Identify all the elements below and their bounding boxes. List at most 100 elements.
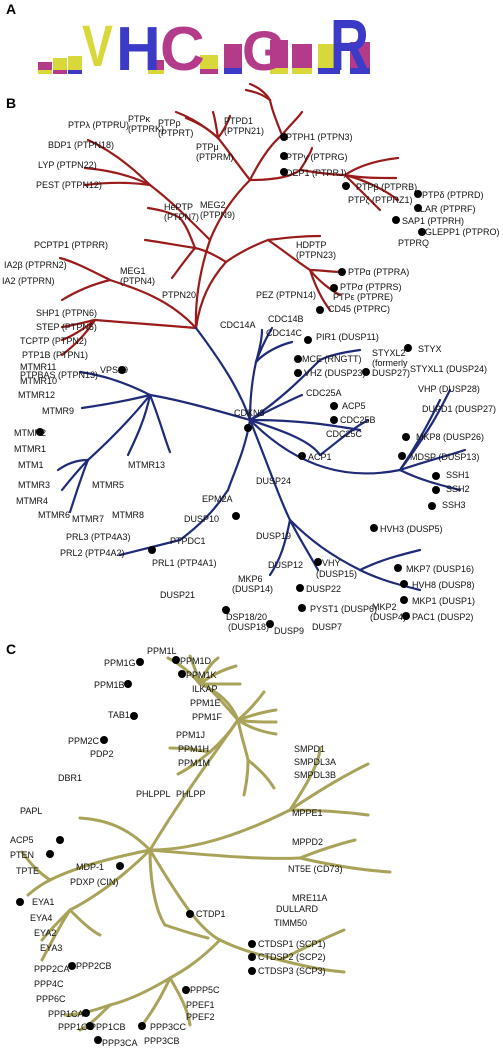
leaf-dot: [402, 612, 410, 620]
label-pac1: PAC1 (DUSP2): [412, 612, 473, 622]
label-mre11a: MRE11A: [292, 893, 327, 903]
label-mkp8: MKP8 (DUSP26): [416, 432, 484, 442]
label-shp1: SHP1 (PTPN6): [36, 308, 97, 318]
label-ppef2: PPEF2: [186, 1012, 215, 1022]
label-dsp1820: DSP18/20: [226, 612, 267, 622]
tree-c-labels: PPM1L PPM1G PPM1D PPM1K PPM1B ILKAP PPM1…: [10, 646, 343, 1048]
leaf-dot: [100, 736, 108, 744]
leaf-dot: [222, 606, 230, 614]
label-meg1: MEG1: [120, 266, 146, 276]
label-ptprq: PTPRQ: [398, 238, 429, 248]
label-timm50: TIMM50: [274, 918, 307, 928]
label-ppp3ca: PPP3CA: [102, 1038, 138, 1048]
label-dusp24-b: DUSP24: [256, 476, 291, 486]
label-eya3: EYA3: [40, 943, 62, 953]
leaf-dot: [400, 596, 408, 604]
label-ptpgamma: PTPγ (PTPRG): [286, 152, 348, 162]
label-prl1: PRL1 (PTP4A1): [152, 558, 217, 568]
label-meg2: MEG2: [200, 200, 226, 210]
leaf-dot: [178, 670, 186, 678]
label-cdc14a: CDC14A: [220, 320, 256, 330]
leaf-dot: [266, 620, 274, 628]
leaf-dot: [248, 940, 256, 948]
label-pdp2: PDP2: [90, 749, 114, 759]
label-mtmr2: MTMR2: [14, 428, 46, 438]
label-ppp2cb: PPP2CB: [76, 961, 112, 971]
label-dbr1: DBR1: [58, 773, 82, 783]
leaf-dot: [418, 228, 426, 236]
label-ssh3: SSH3: [442, 500, 466, 510]
leaf-dot: [148, 546, 156, 554]
label-ptpzeta: PTPζ (PTPRZ1): [348, 195, 412, 205]
label-dupd1: DUPD1 (DUSP27): [422, 404, 496, 414]
label-lar: LAR (PTPRF): [420, 204, 476, 214]
leaf-dot: [248, 953, 256, 961]
logo-letter-r: R: [330, 6, 369, 86]
label-lyp: LYP (PTPN22): [38, 160, 97, 170]
label-ptpn20: PTPN20: [162, 290, 196, 300]
label-ptp1b: PTP1B (PTPN1): [22, 350, 88, 360]
label-mkp6: MKP6: [238, 574, 263, 584]
label-dusp14: (DUSP14): [232, 584, 273, 594]
leaf-dot: [432, 472, 440, 480]
label-mtmr12: MTMR12: [18, 390, 55, 400]
label-dusp12: DUSP12: [268, 560, 303, 570]
label-dusp18: (DUSP18): [228, 622, 269, 632]
label-ptpn21: (PTPN21): [224, 126, 264, 136]
label-ptpdc1: PTPDC1: [170, 536, 206, 546]
label-eya2: EYA2: [34, 928, 56, 938]
label-styx: STYX: [418, 344, 442, 354]
label-ppp4c: PPP4C: [34, 979, 64, 989]
leaf-dot: [402, 433, 410, 441]
leaf-dot: [280, 133, 288, 141]
label-ptprt: (PTPRT): [158, 128, 193, 138]
label-ptprk: (PTPRK): [128, 124, 164, 134]
label-ia2beta: IA2β (PTPRN2): [4, 260, 67, 270]
leaf-dot: [314, 558, 322, 566]
label-ptpn4: (PTPN4): [120, 276, 155, 286]
label-ctdsp3: CTDSP3 (SCP3): [258, 966, 326, 976]
label-mtmr4: MTMR4: [16, 496, 48, 506]
label-hdptp: HDPTP: [296, 240, 327, 250]
label-mtmr6: MTMR6: [38, 510, 70, 520]
leaf-dot: [232, 512, 240, 520]
label-nt5e: NT5E (CD73): [288, 864, 343, 874]
label-glepp1: GLEPP1 (PTPRO): [425, 227, 500, 237]
label-dusp4: (DUSP4): [370, 612, 406, 622]
leaf-dot: [330, 416, 338, 424]
leaf-dot: [36, 428, 44, 436]
label-ssh2: SSH2: [446, 484, 470, 494]
label-smpd1: SMPD1: [294, 744, 325, 754]
label-ptprho: PTPρ: [158, 118, 181, 128]
label-ptpmu: PTPμ: [196, 142, 219, 152]
panel-c-label: C: [6, 641, 16, 657]
label-mtmr5: MTMR5: [92, 480, 124, 490]
label-mtm1: MTM1: [18, 460, 44, 470]
label-dusp22: DUSP22: [306, 584, 341, 594]
label-mtmr1: MTMR1: [14, 444, 46, 454]
label-ppm1l: PPM1L: [147, 646, 177, 656]
label-sap1: SAP1 (PTPRH): [402, 216, 464, 226]
leaf-dot: [46, 850, 54, 858]
label-ppp3cb: PPP3CB: [144, 1036, 180, 1046]
label-ppm1f: PPM1F: [192, 712, 223, 722]
label-ppp5c: PPP5C: [190, 985, 220, 995]
label-ppm1j: PPM1J: [176, 730, 205, 740]
logo-letter-c: C: [160, 15, 205, 84]
label-dusp27-former: DUSP27): [372, 368, 410, 378]
label-ctdsp1: CTDSP1 (SCP1): [258, 939, 326, 949]
leaf-dot: [296, 584, 304, 592]
label-ptpn7: (PTPN7): [164, 212, 199, 222]
leaf-dot: [124, 680, 132, 688]
label-ctdsp2: CTDSP2 (SCP2): [258, 952, 326, 962]
label-vps29: VPS29: [100, 365, 128, 375]
label-phlppl: PHLPPL: [136, 789, 171, 799]
tree-c-leaf-dots: [16, 656, 256, 1044]
label-formerly: (formerly: [372, 358, 408, 368]
leaf-dot: [316, 306, 324, 314]
label-vhy: VHY: [322, 558, 341, 568]
label-eya1: EYA1: [32, 897, 54, 907]
leaf-dot: [432, 486, 440, 494]
leaf-dot: [248, 967, 256, 975]
logo-letter-h: H: [116, 15, 161, 84]
